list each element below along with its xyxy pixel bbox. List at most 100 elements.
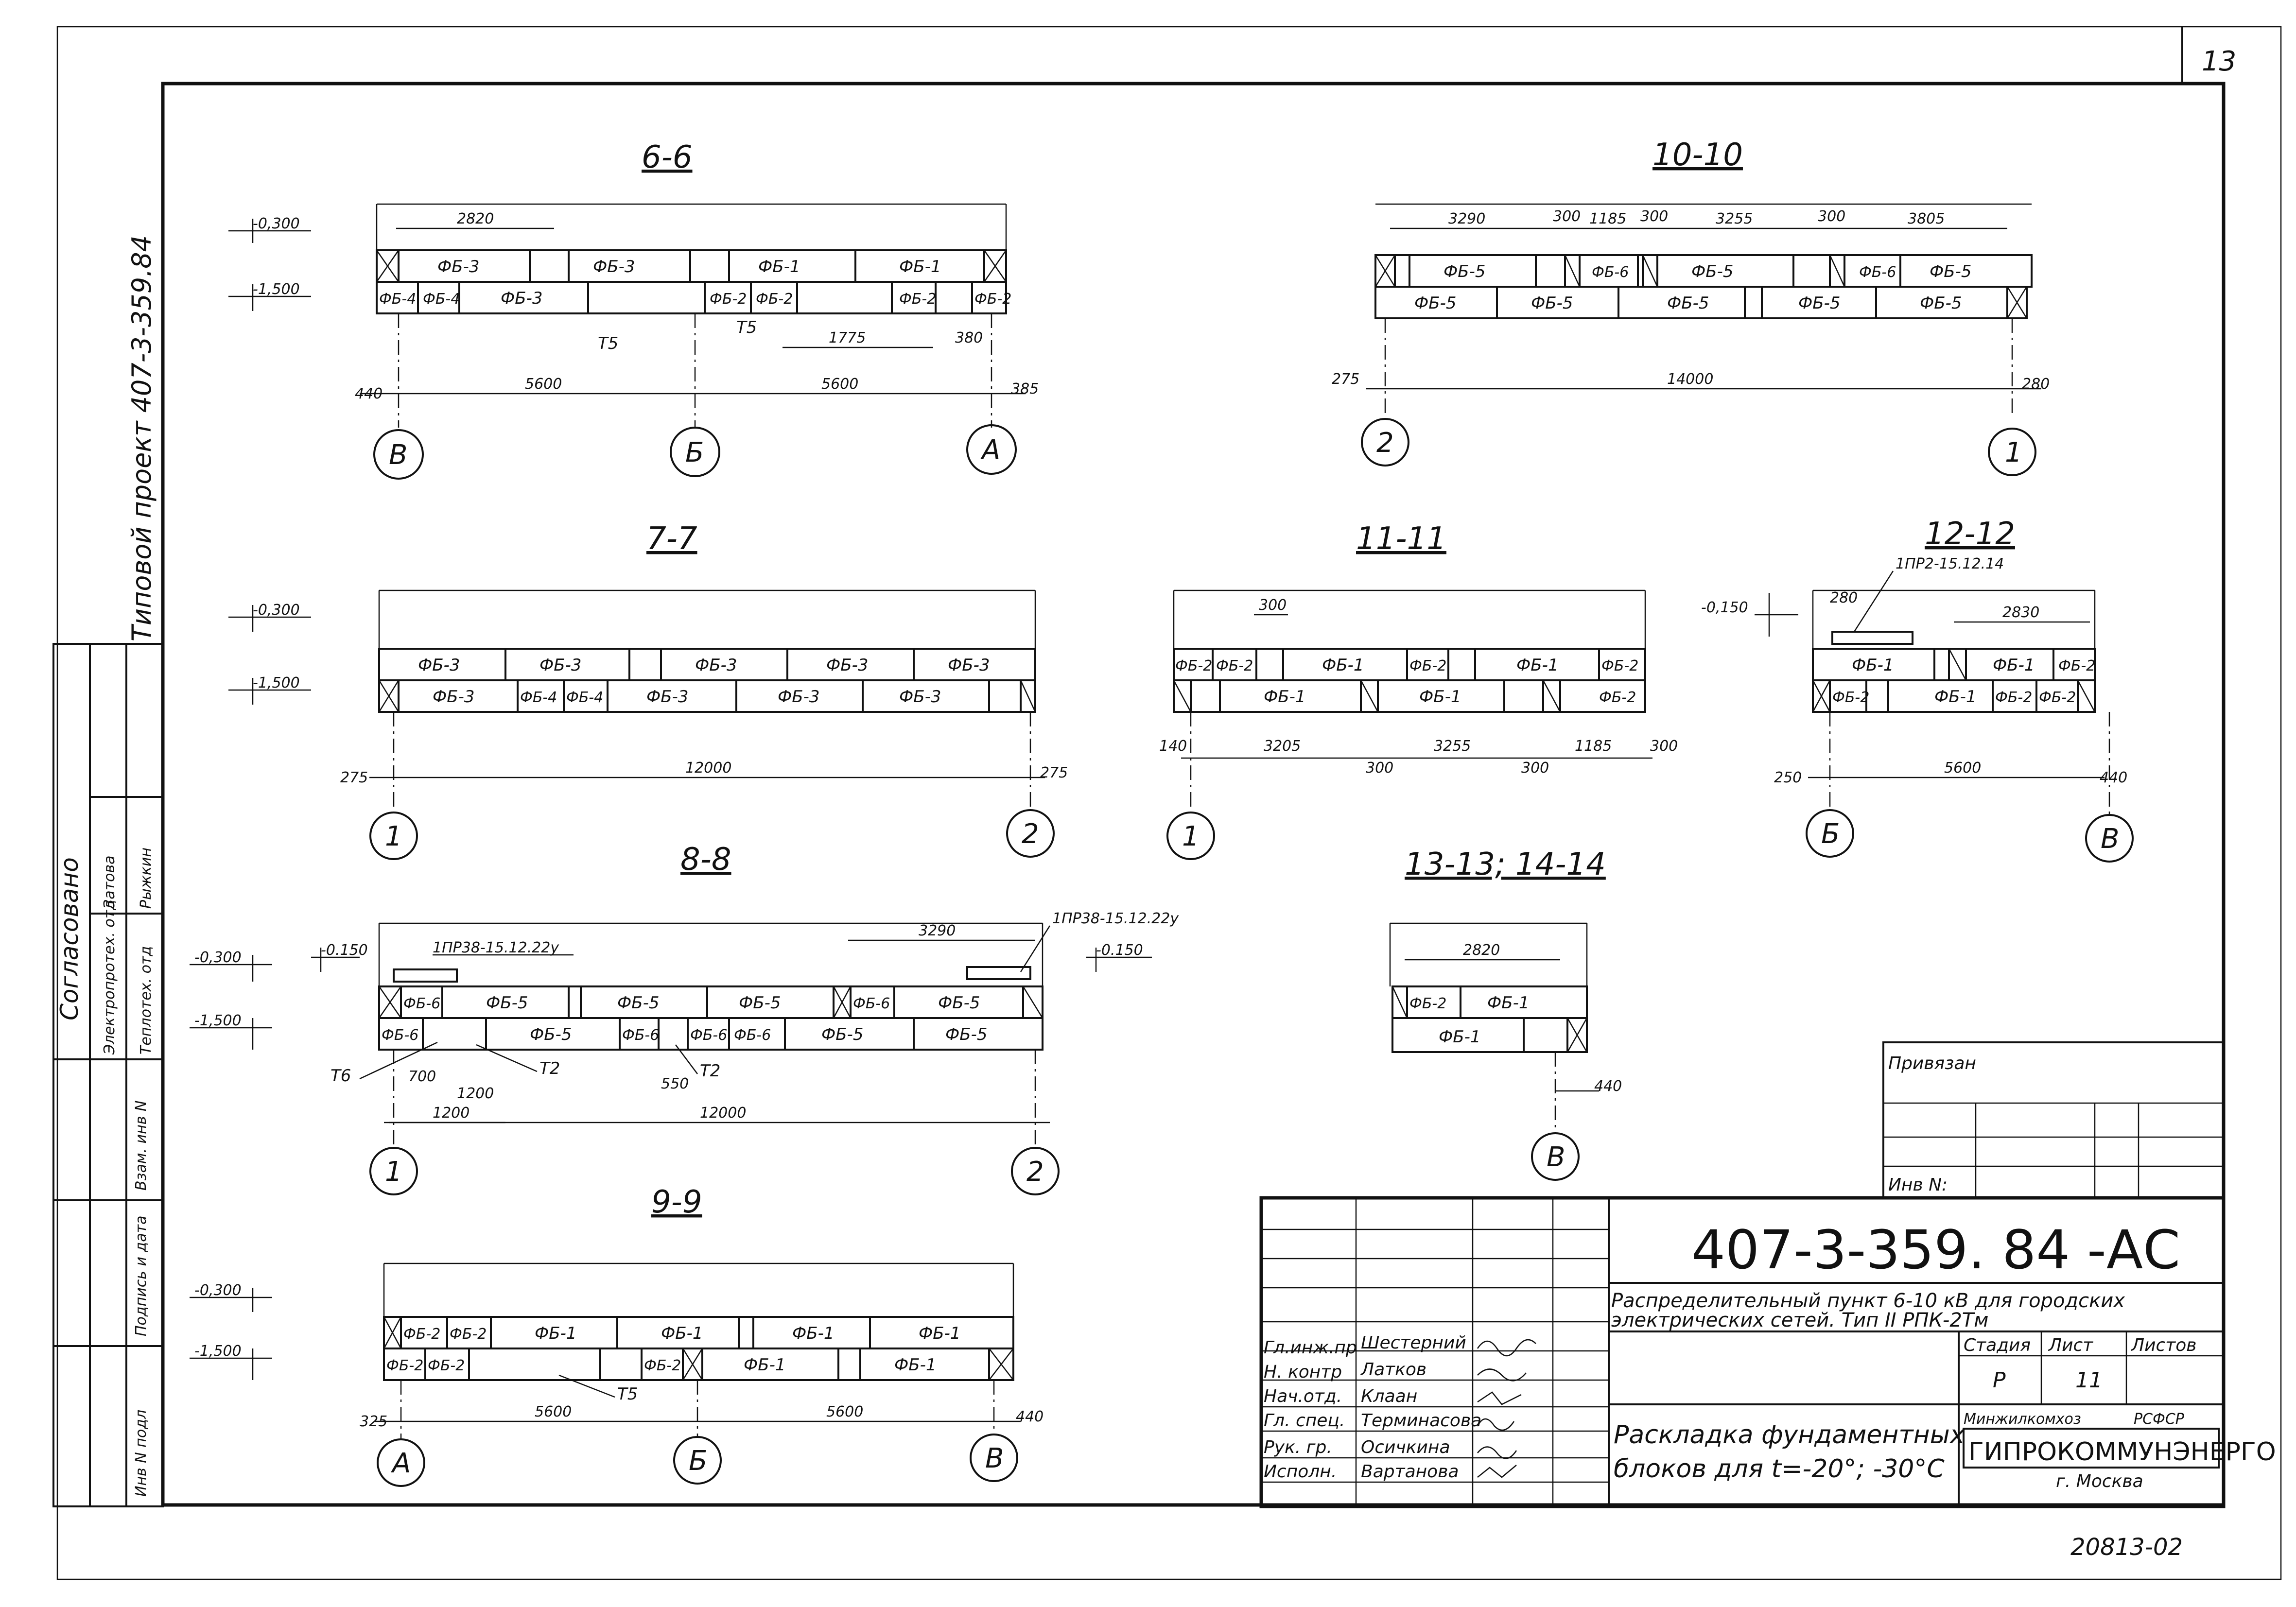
section-title: 6-6 <box>642 139 693 175</box>
axis-label: Б <box>1821 818 1840 850</box>
person-name: Латков <box>1360 1360 1426 1380</box>
title-block: 407-3-359. 84 -АС Распределительный пунк… <box>1259 1196 2276 1508</box>
dimension: 385 <box>1011 380 1039 397</box>
dimension: 12000 <box>700 1105 746 1122</box>
dimension: 325 <box>360 1413 387 1430</box>
plate-label: 1ПР2-15.12.14 <box>1896 555 2004 572</box>
dimension: 3805 <box>1908 210 1945 227</box>
sheet-number: 13 <box>2202 46 2236 77</box>
elektroprotekh-label: Электропротех. отд <box>101 900 118 1055</box>
block-label: ФБ-1 <box>919 1324 961 1343</box>
sheets-label: Листов <box>2130 1335 2196 1355</box>
section-8-8: 8-8 -0,300 -0.150 -1,500 -0.150 1ПР38-15… <box>190 842 1179 1195</box>
vzam-label: Взам. инв N <box>133 1101 150 1191</box>
block-label: ФБ-2 <box>644 1357 681 1374</box>
dimension: 275 <box>1040 764 1068 781</box>
axis-label: 1 <box>2005 437 2022 468</box>
level-mark: -0.150 <box>321 942 368 959</box>
axis-label: А <box>980 434 1000 466</box>
signature <box>1477 1418 1515 1431</box>
block-label: ФБ-6 <box>1859 264 1896 281</box>
block-label: ФБ-2 <box>403 1326 440 1343</box>
left-strip: Типовой проект 407-3-359.84 Согласовано … <box>52 235 164 1507</box>
section-title: 13-13; 14-14 <box>1405 847 1606 882</box>
section-title: 8-8 <box>680 842 731 878</box>
signature <box>1477 1368 1527 1382</box>
block-label: ФБ-5 <box>821 1025 864 1044</box>
ryzhkin-label: Рыжкин <box>138 847 155 909</box>
signature <box>1477 1391 1522 1405</box>
block-label: ФБ-2 <box>1599 689 1636 706</box>
axis-label: 2 <box>1022 818 1039 850</box>
block-label: ФБ-5 <box>1920 294 1962 313</box>
block-label: ФБ-3 <box>437 257 480 276</box>
block-label: ФБ-4 <box>520 689 557 706</box>
dimension: 550 <box>661 1075 689 1092</box>
section-title: 10-10 <box>1652 137 1743 173</box>
role-label: Исполн. <box>1264 1462 1337 1482</box>
block-label: ФБ-2 <box>386 1357 423 1374</box>
project-label: Типовой проект 407-3-359.84 <box>126 235 157 641</box>
block-label: ФБ-6 <box>690 1027 727 1044</box>
axis-label: 1 <box>385 821 402 852</box>
axis-label: 2 <box>1026 1156 1044 1188</box>
dimension: 280 <box>1830 589 1858 606</box>
level-mark: -1,500 <box>253 281 300 298</box>
axis-label: В <box>985 1443 1004 1474</box>
inv-podl-label: Инв N подл <box>133 1410 150 1497</box>
level-mark: -0.150 <box>1096 942 1143 959</box>
block-label: ФБ-2 <box>1409 995 1446 1012</box>
block-label: ФБ-6 <box>382 1027 418 1044</box>
mark: Т5 <box>736 318 757 337</box>
block-label: ФБ-5 <box>938 993 980 1013</box>
role-label: Гл.инж.пр <box>1264 1338 1357 1358</box>
block-label: ФБ-1 <box>1993 656 2035 675</box>
block-label: ФБ-1 <box>1322 656 1364 675</box>
person-name: Вартанова <box>1361 1462 1459 1482</box>
description-line-2: электрических сетей. Тип II РПК-2Тм <box>1611 1309 1988 1331</box>
block-label: ФБ-6 <box>403 995 440 1012</box>
dimension: 300 <box>1818 208 1845 225</box>
block-label: ФБ-1 <box>1487 993 1530 1013</box>
role-label: Гл. спец. <box>1264 1411 1345 1431</box>
axis-label: А <box>391 1448 411 1479</box>
block-label: ФБ-5 <box>945 1025 988 1044</box>
axis-label: В <box>2101 823 2119 855</box>
block-label: ФБ-2 <box>974 291 1011 308</box>
block-label: ФБ-3 <box>948 656 990 675</box>
section-10-10: 10-10 ФБ-5 ФБ-6 ФБ-5 ФБ-6 ФБ-5 ФБ-5 ФБ-5… <box>1332 137 2050 476</box>
role-label: Нач.отд. <box>1264 1386 1342 1406</box>
city: г. Москва <box>2056 1471 2143 1491</box>
description-line-1: Распределительный пункт 6-10 кВ для горо… <box>1611 1290 2125 1312</box>
block-label: ФБ-2 <box>899 291 936 308</box>
block-label: ФБ-4 <box>566 689 603 706</box>
drawing-code: 407-3-359. 84 -АС <box>1691 1219 2180 1281</box>
dimension: 440 <box>2100 769 2127 786</box>
block-label: ФБ-5 <box>1414 294 1457 313</box>
dimension: 300 <box>1521 760 1549 777</box>
block-label: ФБ-1 <box>1852 656 1894 675</box>
block-label: ФБ-2 <box>1832 689 1869 706</box>
block-label: ФБ-5 <box>1691 262 1734 281</box>
privyazan-block: Привязан Инв N: <box>1882 1041 2225 1199</box>
dimension: 440 <box>355 385 383 402</box>
person-name: Шестерний <box>1361 1333 1466 1353</box>
plate-label: 1ПР38-15.12.22у <box>1052 910 1179 927</box>
dimension: 275 <box>1332 371 1359 388</box>
block-label: ФБ-2 <box>1175 657 1212 674</box>
axis-label: Б <box>689 1445 707 1477</box>
mark: Т6 <box>330 1066 351 1086</box>
dimension: 1775 <box>829 329 866 346</box>
mark: Т2 <box>539 1059 560 1078</box>
axis-label: В <box>389 439 407 471</box>
zatova-label: Затова <box>101 855 118 909</box>
dimension: 300 <box>1259 597 1287 614</box>
block-label: ФБ-1 <box>899 257 941 276</box>
axis-label: Б <box>685 437 704 468</box>
dimension: 250 <box>1774 769 1802 786</box>
block-label: ФБ-1 <box>535 1324 577 1343</box>
dimension: 5600 <box>1944 760 1981 777</box>
dimension: 140 <box>1159 738 1187 755</box>
teplotekh-label: Теплотех. отд <box>138 946 155 1054</box>
